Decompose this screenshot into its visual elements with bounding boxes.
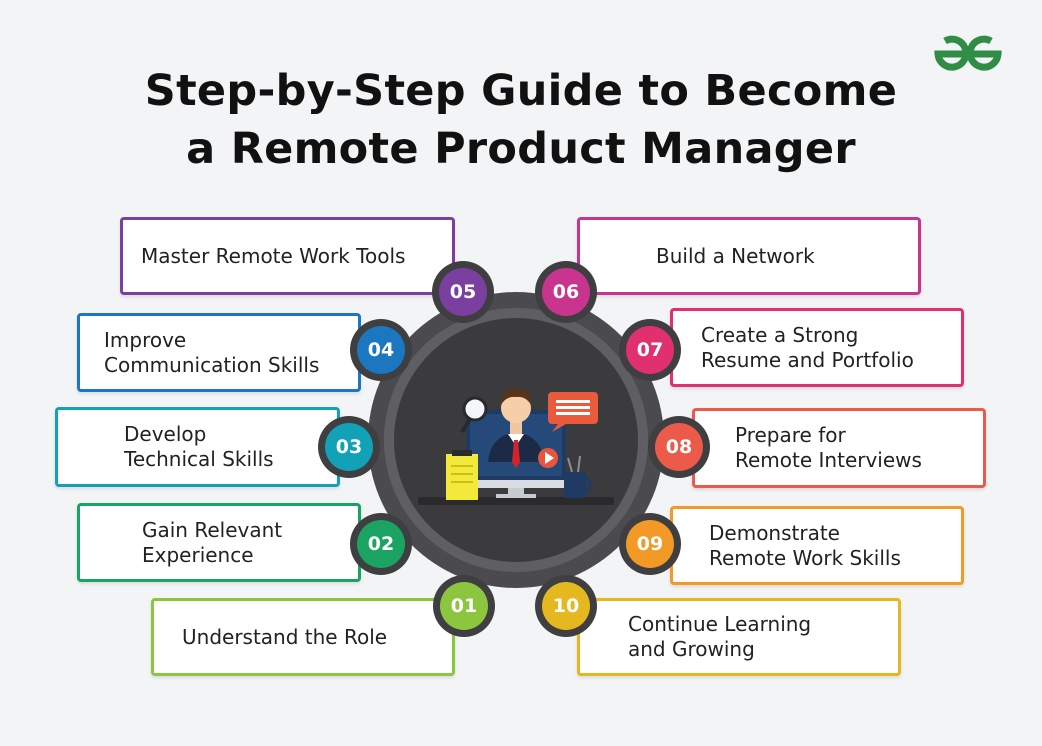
step-07-label-line-2: Resume and Portfolio: [701, 347, 914, 372]
page-title: Step-by-Step Guide to Become a Remote Pr…: [0, 62, 1042, 178]
step-07-number: 07: [626, 326, 674, 374]
step-02-badge: 02: [350, 513, 412, 575]
step-02-number: 02: [357, 520, 405, 568]
step-10-number: 10: [542, 582, 590, 630]
step-09-number: 09: [626, 520, 674, 568]
step-08-label-line-1: Prepare for: [735, 423, 846, 447]
title-line-1: Step-by-Step Guide to Become: [144, 66, 898, 116]
step-05-label-line-1: Master Remote Work Tools: [141, 243, 406, 268]
step-04-label-line-2: Communication Skills: [104, 352, 320, 377]
step-04-label-line-1: Improve: [104, 327, 187, 352]
step-10-label-line-1: Continue Learning: [628, 612, 812, 636]
title-line-2: a Remote Product Manager: [186, 124, 856, 174]
step-07-badge: 07: [619, 319, 681, 381]
step-01-box: Understand the Role: [151, 598, 455, 676]
step-09-badge: 09: [619, 513, 681, 575]
step-05-box: Master Remote Work Tools: [120, 217, 455, 295]
step-09-label-line-1: Demonstrate: [709, 520, 840, 545]
step-04-number: 04: [357, 326, 405, 374]
step-03-label-line-2: Technical Skills: [124, 447, 274, 471]
step-08-badge: 08: [648, 416, 710, 478]
step-06-number: 06: [542, 268, 590, 316]
step-08-label-line-2: Remote Interviews: [735, 448, 922, 472]
step-01-label-line-1: Understand the Role: [182, 624, 388, 649]
step-10-badge: 10: [535, 575, 597, 637]
step-02-label-line-2: Experience: [142, 542, 254, 567]
step-03-number: 03: [325, 423, 373, 471]
remote-manager-illustration-icon: [418, 388, 614, 505]
geeksforgeeks-logo-icon: [934, 35, 1002, 71]
step-10-label-line-2: and Growing: [628, 637, 755, 661]
step-06-label-line-1: Build a Network: [656, 243, 815, 268]
step-01-badge: 01: [433, 575, 495, 637]
step-04-badge: 04: [350, 319, 412, 381]
step-05-number: 05: [439, 268, 487, 316]
step-02-label-line-1: Gain Relevant: [142, 517, 283, 542]
step-08-number: 08: [655, 423, 703, 471]
step-01-number: 01: [440, 582, 488, 630]
step-03-badge: 03: [318, 416, 380, 478]
step-05-badge: 05: [432, 261, 494, 323]
step-07-label-line-1: Create a Strong: [701, 322, 859, 347]
step-06-box: Build a Network: [577, 217, 921, 295]
step-09-label-line-2: Remote Work Skills: [709, 545, 901, 570]
step-03-label-line-1: Develop: [124, 422, 207, 446]
step-06-badge: 06: [535, 261, 597, 323]
